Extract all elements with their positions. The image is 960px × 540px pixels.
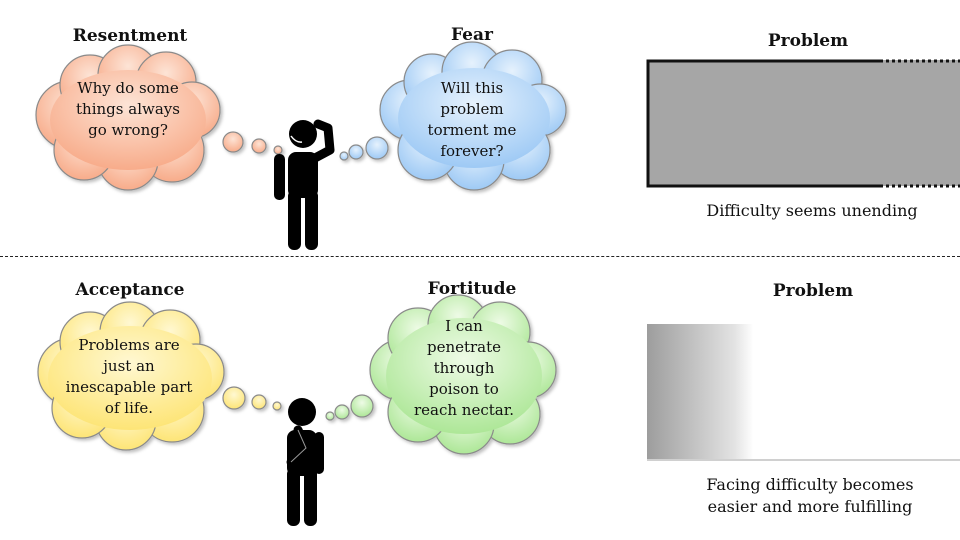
problem-heading-bottom: Problem [772, 281, 854, 301]
fortitude-thought-text: I can penetrate through poison to reach … [413, 317, 515, 419]
problem-heading-top: Problem [767, 31, 849, 51]
problem-caption-top: Difficulty seems unending [706, 201, 918, 220]
acceptance-thought-text: Problems are just an inescapable part of… [65, 336, 193, 417]
problem-box-fading [647, 324, 960, 461]
acceptance-thought-cloud [37, 301, 282, 451]
resentment-thought-cloud [35, 44, 283, 191]
resentment-heading: Resentment [72, 26, 188, 46]
confused-person-icon [274, 119, 335, 250]
section-divider [0, 256, 960, 257]
thinking-person-icon [286, 398, 324, 526]
acceptance-heading: Acceptance [75, 280, 185, 300]
problem-caption-bottom: Facing difficulty becomes easier and mor… [706, 475, 914, 516]
fear-heading: Fear [451, 25, 493, 45]
problem-box-unending [646, 59, 960, 188]
fear-thought-cloud [339, 41, 567, 191]
fortitude-thought-cloud [325, 294, 557, 455]
fortitude-heading: Fortitude [427, 279, 517, 299]
resentment-thought-text: Why do some things always go wrong? [76, 79, 180, 139]
fear-thought-text: Will this problem torment me forever? [427, 79, 517, 160]
